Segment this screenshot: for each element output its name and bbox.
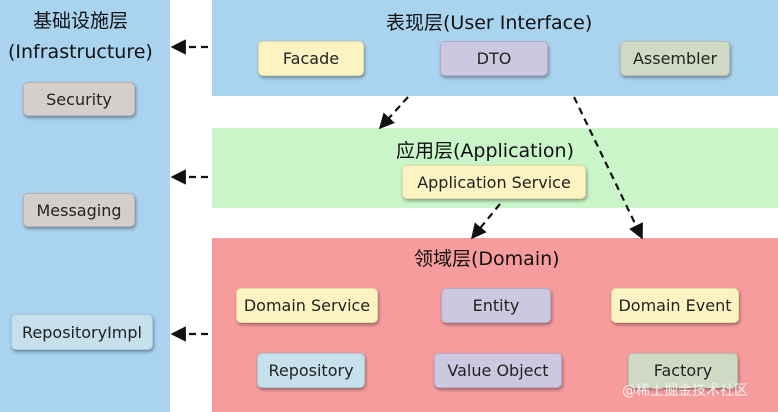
application-service-box: Application Service [402,165,586,199]
application-layer-title: 应用层(Application) [396,140,574,162]
assembler-box: Assembler [620,41,730,76]
watermark: @稀土掘金技术社区 [622,383,748,399]
app-to-domain-arrow [471,203,501,240]
repository-box: Repository [257,353,365,388]
infrastructure-subtitle: (Infrastructure) [8,41,153,63]
facade-box: Facade [258,41,364,76]
value-object-box: Value Object [434,353,562,388]
messaging-box: Messaging [23,193,135,227]
security-box: Security [23,82,135,116]
domain-layer-title: 领域层(Domain) [414,248,560,270]
ui-to-app-arrow [378,96,409,130]
dto-box: DTO [440,41,548,76]
entity-box: Entity [441,288,551,323]
infrastructure-title: 基础设施层 [33,10,129,32]
repository-impl-box: RepositoryImpl [11,314,153,350]
ui-layer-title: 表现层(User Interface) [386,12,593,34]
domain-service-box: Domain Service [236,288,378,323]
factory-box: Factory [628,353,738,388]
domain-event-box: Domain Event [611,288,739,323]
